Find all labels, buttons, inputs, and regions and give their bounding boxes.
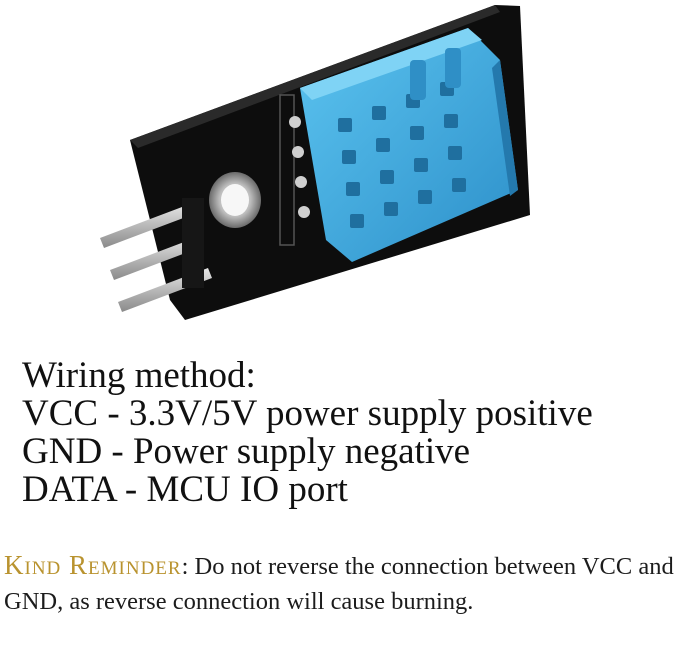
reminder-separator: : — [181, 553, 189, 580]
wiring-heading: Wiring method: — [22, 355, 256, 396]
mounting-hole — [209, 172, 261, 228]
sensor-housing — [300, 28, 518, 262]
reminder-label: Kind Reminder — [4, 550, 182, 580]
reminder-text: Do not reverse the connection between VC… — [4, 553, 674, 615]
wiring-line-gnd: GND - Power supply negative — [22, 431, 471, 472]
wiring-line-vcc: VCC - 3.3V/5V power supply positive — [22, 393, 593, 434]
kind-reminder: Kind Reminder: Do not reverse the connec… — [4, 548, 676, 619]
wiring-line-data: DATA - MCU IO port — [22, 469, 348, 510]
sensor-module-illustration — [100, 5, 530, 320]
sensor-solder-pads — [279, 94, 344, 246]
header-pins — [100, 198, 212, 312]
wiring-instructions: Wiring method: VCC - 3.3V/5V power suppl… — [22, 357, 593, 509]
